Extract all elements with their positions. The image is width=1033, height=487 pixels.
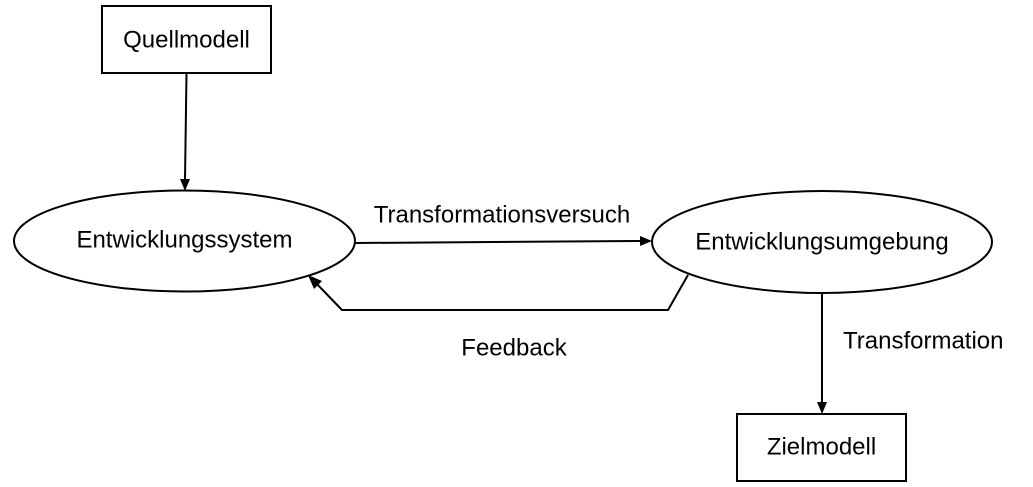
node-entwicklungssystem-label: Entwicklungssystem (76, 226, 292, 253)
edge-transformation[interactable] (817, 293, 827, 414)
edge-transformationsversuch-label: Transformationsversuch (374, 201, 631, 228)
node-zielmodell-label: Zielmodell (767, 433, 876, 460)
node-entwicklungssystem[interactable]: Entwicklungssystem (13, 189, 356, 293)
node-entwicklungsumgebung[interactable]: Entwicklungsumgebung (651, 190, 993, 294)
node-quellmodell[interactable]: Quellmodell (101, 5, 272, 74)
edge-feedback-label: Feedback (461, 334, 567, 361)
node-entwicklungsumgebung-label: Entwicklungsumgebung (695, 228, 949, 255)
edge-transformationsversuch[interactable] (354, 236, 652, 246)
edge-feedback[interactable] (308, 274, 689, 311)
node-quellmodell-label: Quellmodell (123, 26, 250, 53)
node-zielmodell[interactable]: Zielmodell (736, 413, 907, 482)
edge-quellmodell-to-entwicklungssystem[interactable] (180, 72, 190, 191)
edge-transformation-label: Transformation (843, 327, 1004, 354)
